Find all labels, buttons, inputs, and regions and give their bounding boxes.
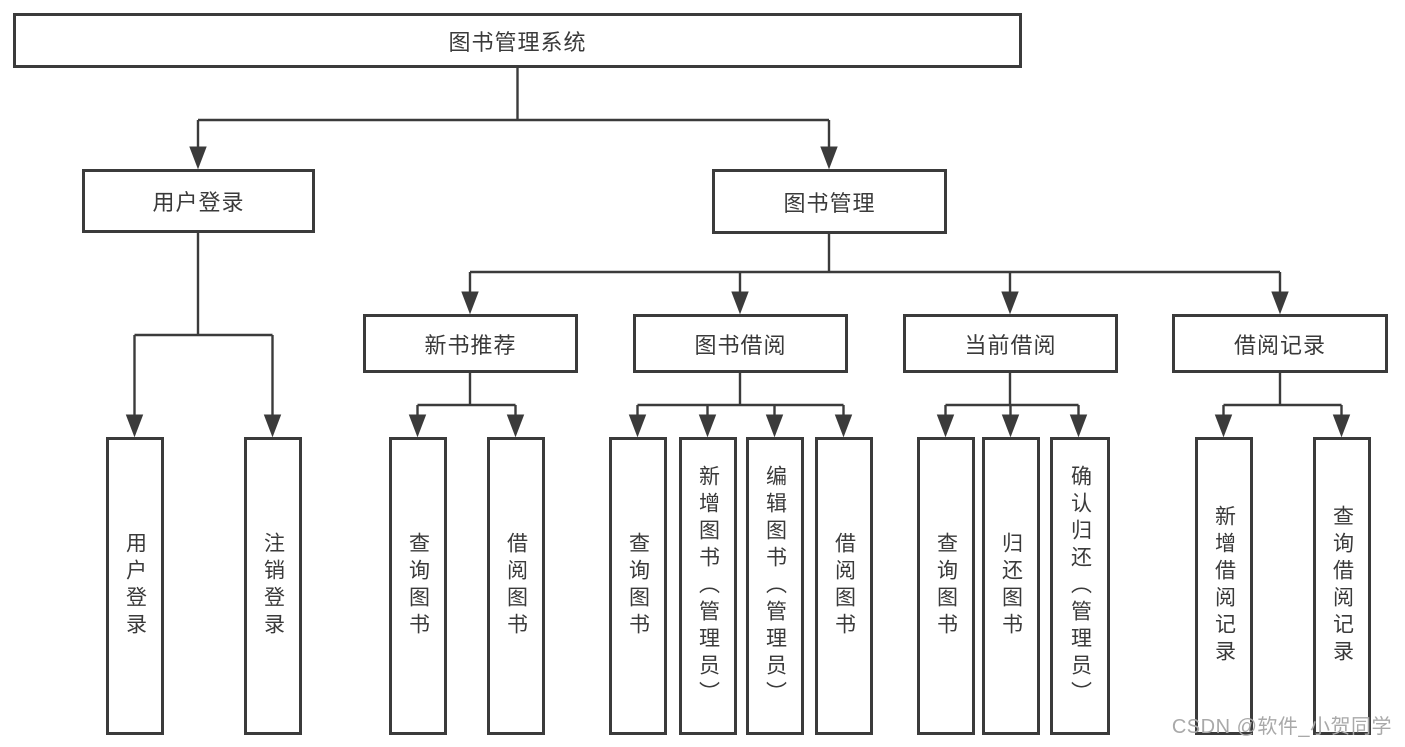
node-new-book-recommend: 新书推荐 xyxy=(363,314,578,373)
leaf-edit-book-admin: 编辑图书（管理员） xyxy=(746,437,804,735)
arrowhead xyxy=(263,414,282,438)
leaf-add-book-admin-label: 新增图书（管理员） xyxy=(696,464,720,708)
leaf-confirm-return-admin-label: 确认归还（管理员） xyxy=(1068,464,1092,708)
leaf-query-borrow-record-label: 查询借阅记录 xyxy=(1330,505,1354,667)
node-book-borrow: 图书借阅 xyxy=(633,314,848,373)
node-book-borrow-label: 图书借阅 xyxy=(694,332,787,358)
leaf-user-login: 用户登录 xyxy=(106,437,164,735)
arrowhead xyxy=(936,414,955,438)
arrowhead xyxy=(1069,414,1088,438)
leaf-add-borrow-record: 新增借阅记录 xyxy=(1195,437,1253,735)
leaf-return-book: 归还图书 xyxy=(982,437,1040,735)
leaf-query-book-current: 查询图书 xyxy=(917,437,975,735)
node-new-book-recommend-label: 新书推荐 xyxy=(424,332,517,358)
arrowhead xyxy=(461,291,479,315)
arrowhead xyxy=(1214,414,1233,438)
node-current-borrow-label: 当前借阅 xyxy=(964,332,1057,358)
leaf-query-borrow-record: 查询借阅记录 xyxy=(1313,437,1371,735)
arrowhead xyxy=(408,414,427,438)
arrowhead xyxy=(1332,414,1351,438)
arrowhead xyxy=(731,291,749,315)
arrowhead xyxy=(1271,291,1289,315)
leaf-query-book-borrow-label: 查询图书 xyxy=(626,532,650,640)
node-borrow-record: 借阅记录 xyxy=(1172,314,1388,373)
leaf-borrow-book-recommend-label: 借阅图书 xyxy=(504,532,528,640)
node-book-management-label: 图书管理 xyxy=(783,190,876,216)
leaf-add-book-admin: 新增图书（管理员） xyxy=(679,437,737,735)
leaf-logout: 注销登录 xyxy=(244,437,302,735)
node-book-management: 图书管理 xyxy=(712,169,947,234)
arrowhead xyxy=(1001,414,1020,438)
connector-borrow-record-to-leaves xyxy=(1214,373,1351,438)
connector-book-management-to-level3 xyxy=(461,234,1289,315)
node-borrow-record-label: 借阅记录 xyxy=(1233,332,1326,358)
leaf-return-book-label: 归还图书 xyxy=(999,532,1023,640)
leaf-query-book-borrow: 查询图书 xyxy=(609,437,667,735)
connector-new-book-recommend-to-leaves xyxy=(408,373,525,438)
arrowhead xyxy=(765,414,784,438)
connector-user-login-to-leaves xyxy=(125,233,282,438)
leaf-add-borrow-record-label: 新增借阅记录 xyxy=(1212,505,1236,667)
node-current-borrow: 当前借阅 xyxy=(903,314,1118,373)
leaf-borrow-book: 借阅图书 xyxy=(815,437,873,735)
arrowhead xyxy=(189,146,207,170)
leaf-query-book-recommend: 查询图书 xyxy=(389,437,447,735)
leaf-edit-book-admin-label: 编辑图书（管理员） xyxy=(763,464,787,708)
node-user-login-label: 用户登录 xyxy=(152,190,245,215)
node-root-label: 图书管理系统 xyxy=(448,29,587,55)
connector-current-borrow-to-leaves xyxy=(936,373,1088,438)
node-user-login: 用户登录 xyxy=(82,169,315,233)
arrowhead xyxy=(506,414,525,438)
arrowhead xyxy=(125,414,144,438)
connector-root-to-level2 xyxy=(189,68,838,170)
connector-book-borrow-to-leaves xyxy=(628,373,853,438)
leaf-logout-label: 注销登录 xyxy=(261,532,285,640)
leaf-borrow-book-recommend: 借阅图书 xyxy=(487,437,545,735)
leaf-user-login-label: 用户登录 xyxy=(123,532,147,640)
arrowhead xyxy=(834,414,853,438)
leaf-confirm-return-admin: 确认归还（管理员） xyxy=(1050,437,1110,735)
arrowhead xyxy=(820,146,838,170)
csdn-watermark: CSDN @软件_小贺同学 xyxy=(1171,716,1392,738)
arrowhead xyxy=(1001,291,1019,315)
leaf-query-book-current-label: 查询图书 xyxy=(934,532,958,640)
leaf-query-book-recommend-label: 查询图书 xyxy=(406,532,430,640)
arrowhead xyxy=(628,414,647,438)
arrowhead xyxy=(698,414,717,438)
node-root: 图书管理系统 xyxy=(13,13,1022,68)
leaf-borrow-book-label: 借阅图书 xyxy=(832,532,856,640)
